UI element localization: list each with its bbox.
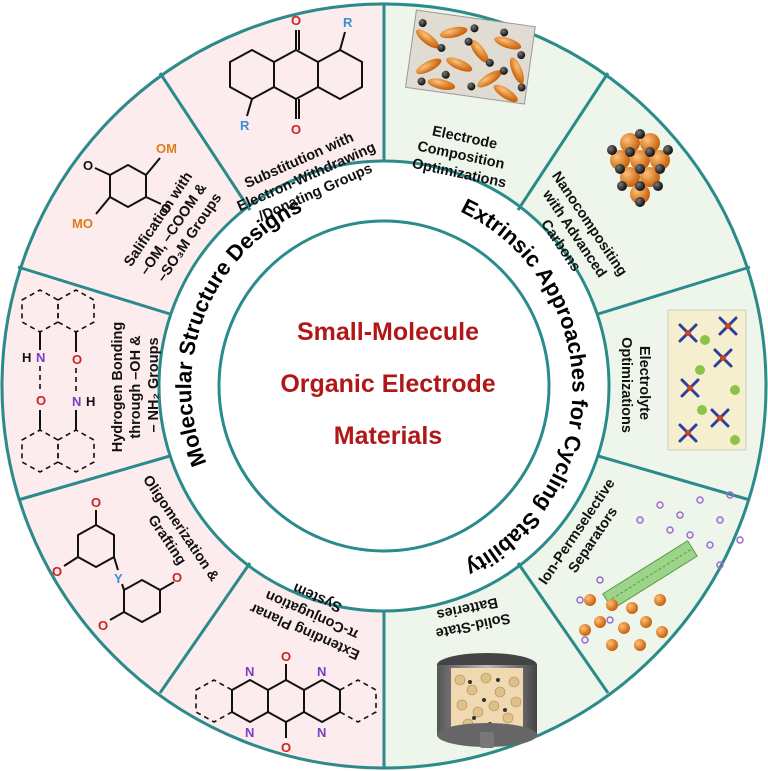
quinone-salt-structure: O O OM MO (72, 141, 177, 231)
svg-text:O: O (291, 13, 301, 28)
electrode-illustration (405, 9, 536, 105)
svg-text:OM: OM (156, 141, 177, 156)
inner-ring (217, 219, 551, 553)
center-title: Small-Molecule Organic Electrode Materia… (280, 318, 495, 450)
svg-text:O: O (172, 570, 182, 585)
separator-illustration (576, 491, 744, 651)
svg-text:O: O (281, 740, 291, 755)
svg-text:O: O (52, 564, 62, 579)
pi-conjugation-structure: O O N N N N (195, 649, 377, 755)
nanocomposite-illustration (607, 129, 673, 207)
segment-dividers (17, 4, 751, 768)
svg-text:Y: Y (114, 571, 123, 586)
r-group-bottom: R (240, 118, 250, 133)
svg-text:O: O (291, 122, 301, 137)
hydrogen-bond-structure: N H O O N H (21, 289, 95, 473)
segment-electrolyte: Electrolyte Optimizations (618, 309, 747, 451)
svg-text:O: O (83, 158, 93, 173)
center-title-line2: Organic Electrode (280, 370, 495, 398)
svg-text:O: O (36, 393, 46, 408)
svg-text:O: O (98, 618, 108, 633)
r-group-top: R (343, 15, 353, 30)
svg-text:O: O (91, 495, 101, 510)
svg-text:N: N (36, 350, 45, 365)
segment-electrode-composition: Electrode Composition Optimizations (405, 9, 536, 191)
svg-text:N: N (245, 664, 254, 679)
oligomer-structure: O O Y O O (52, 495, 182, 633)
svg-text:O: O (72, 352, 82, 367)
svg-text:O: O (281, 649, 291, 664)
svg-text:H: H (22, 350, 31, 365)
anthraquinone-structure: O O R R (229, 13, 363, 137)
center-title-line1: Small-Molecule (297, 318, 479, 346)
svg-text:MO: MO (72, 216, 93, 231)
svg-text:H: H (86, 394, 95, 409)
svg-text:Electrolyte Optimization: Electrolyte Optimizations (618, 337, 652, 433)
svg-text:N: N (245, 725, 254, 740)
svg-text:N: N (72, 394, 81, 409)
segment-hydrogen-bonding: N H O O N H Hydrogen Bonding through –OH… (21, 289, 162, 473)
svg-text:N: N (317, 664, 326, 679)
electrolyte-illustration (667, 309, 747, 451)
center-title-line3: Materials (334, 422, 442, 450)
svg-text:O: O (161, 201, 171, 216)
battery-illustration (437, 653, 537, 748)
svg-text:N: N (317, 725, 326, 740)
svg-text:Hydrogen Bonding through: Hydrogen Bonding through –OH & – NH₂ Gro… (110, 318, 162, 453)
